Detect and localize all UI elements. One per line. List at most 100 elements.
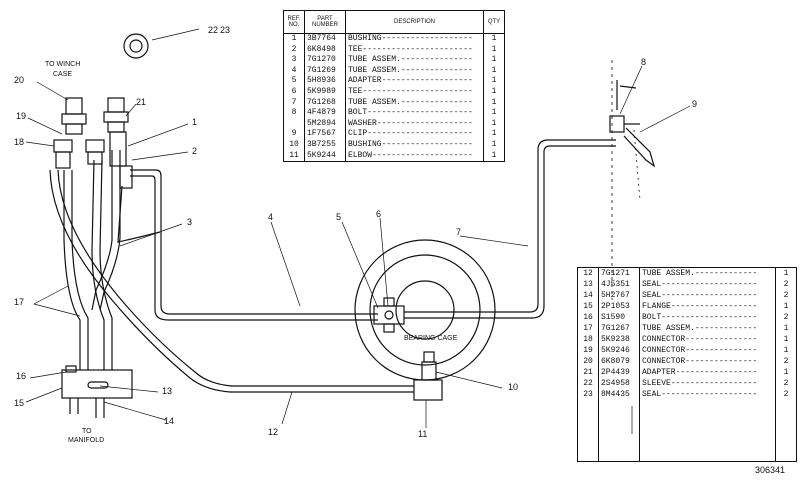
bottom-table-desc-text: TUBE ASSEM. xyxy=(642,269,695,278)
top-table-desc-text: BUSHING xyxy=(348,34,382,43)
bottom-table-desc-text: SEAL xyxy=(642,390,662,399)
tee-2 xyxy=(109,131,127,167)
top-table-ref-cell xyxy=(283,118,305,130)
top-table-qty-cell: 1 xyxy=(483,118,505,130)
bottom-table-desc-text: SEAL xyxy=(642,280,662,289)
callout-3: 3 xyxy=(187,217,193,227)
top-table-ref-text: 4 xyxy=(291,65,297,75)
top-table-part-number-cell: 3B7255 xyxy=(304,139,346,151)
leader-dashes: -------------------- xyxy=(661,390,758,399)
bottom-table-qty-text: 1 xyxy=(783,324,789,333)
leader-dashes: ----------------------- xyxy=(362,86,473,96)
bottom-table-part-number-cell: 8M4435 xyxy=(598,389,640,400)
sleeve-seal-ring xyxy=(123,33,149,59)
bottom-table-description-cell: SEAL-------------------- xyxy=(639,389,776,400)
top-table-qty-text: 1 xyxy=(491,118,497,128)
bottom-table-ref-cell: 15 xyxy=(577,301,599,312)
bottom-table-qty-text: 1 xyxy=(783,335,789,344)
bottom-table-part-text: 5K9246 xyxy=(601,346,630,355)
tube-7 xyxy=(404,139,616,313)
callout-7: 7 xyxy=(456,227,462,237)
callout-12: 12 xyxy=(268,427,279,437)
top-table-part-number-cell: 6K8498 xyxy=(304,44,346,56)
bottom-table-part-number-cell: 7G1267 xyxy=(598,323,640,334)
callout-5: 5 xyxy=(336,212,342,222)
bottom-table-description-cell: SEAL-------------------- xyxy=(639,290,776,301)
bottom-table-qty-cell: 2 xyxy=(775,389,797,400)
bottom-table-qty-cell: 2 xyxy=(775,279,797,290)
top-table-qty-text: 1 xyxy=(491,97,497,107)
bottom-table-ref-text: 22 xyxy=(583,379,593,388)
bottom-table-part-number-cell: 5H2767 xyxy=(598,290,640,301)
bottom-table-part-text: S1590 xyxy=(601,313,626,322)
bottom-table-qty-text: 2 xyxy=(783,313,789,322)
callout-13: 13 xyxy=(162,386,173,396)
leader-dashes: ---------------------- xyxy=(367,108,473,118)
to-manifold-label-line2: MANIFOLD xyxy=(68,437,105,444)
adapter-21 xyxy=(107,97,125,113)
callout-23: 23 xyxy=(220,25,231,35)
top-table-ref-text: 9 xyxy=(291,129,297,139)
top-table-part-text: 5K9989 xyxy=(307,86,336,96)
top-table-ref-text: 3 xyxy=(291,55,297,65)
callout-10: 10 xyxy=(508,382,519,392)
top-table-desc-text: TEE xyxy=(348,44,363,54)
bottom-table-qty-cell: 1 xyxy=(775,367,797,378)
tube-4 xyxy=(130,169,378,315)
top-table-ref-cell: 1 xyxy=(283,33,305,45)
callout-1: 1 xyxy=(192,117,198,127)
bottom-table-description-cell: FLANGE------------------ xyxy=(639,301,776,312)
tube-12 xyxy=(49,169,414,393)
bottom-table-qty-text: 2 xyxy=(783,280,789,289)
top-table-ref-cell: 4 xyxy=(283,65,305,77)
bottom-table-desc-text: ADAPTER xyxy=(642,368,676,377)
bottom-table-qty-cell: 2 xyxy=(775,378,797,389)
bottom-table-part-text: 2P4439 xyxy=(601,368,630,377)
top-table-description-cell: ADAPTER------------------- xyxy=(345,76,484,87)
bottom-table-part-text: 4J5351 xyxy=(601,280,630,289)
bottom-table-ref-cell: 20 xyxy=(577,356,599,367)
top-table-part-text: 7G1268 xyxy=(307,97,336,107)
empty-cell xyxy=(577,400,599,462)
leader-dashes: ------------------ xyxy=(670,379,758,388)
bottom-table-qty-cell: 1 xyxy=(775,334,797,345)
bottom-table-ref-cell: 18 xyxy=(577,334,599,345)
top-table-ref-cell: 11 xyxy=(283,150,305,162)
bottom-table-qty-text: 2 xyxy=(783,357,789,366)
leader-dashes: --------------- xyxy=(685,335,758,344)
bottom-table-description-cell: CONNECTOR--------------- xyxy=(639,345,776,356)
top-table-part-number-cell: 5H8936 xyxy=(304,76,346,87)
bottom-table-ref-text: 18 xyxy=(583,335,593,344)
top-table-qty-text: 1 xyxy=(491,108,497,118)
bottom-table-ref-text: 19 xyxy=(583,346,593,355)
bottom-table-part-number-cell: 2S4958 xyxy=(598,378,640,389)
callout-21: 21 xyxy=(136,97,147,107)
part-number-header: PART NUMBER xyxy=(304,10,346,34)
top-table-qty-cell: 1 xyxy=(483,139,505,151)
top-table-part-number-cell: 5K9989 xyxy=(304,86,346,98)
to-manifold-label-line1: TO xyxy=(82,428,92,435)
bottom-table-part-text: 7G1271 xyxy=(601,269,630,278)
top-table-qty-text: 1 xyxy=(491,139,497,149)
top-table-description-cell: TUBE ASSEM.--------------- xyxy=(345,97,484,109)
top-table-ref-text: 7 xyxy=(291,97,297,107)
leader-dashes: ------------------- xyxy=(381,139,473,149)
bottom-table-description-cell: ADAPTER----------------- xyxy=(639,367,776,378)
top-table-desc-text: WASHER xyxy=(348,118,377,128)
bottom-table-part-number-cell: 4J5351 xyxy=(598,279,640,290)
top-table-description-cell: TEE----------------------- xyxy=(345,86,484,98)
top-table-description-cell: WASHER-------------------- xyxy=(345,118,484,130)
bottom-table-ref-text: 20 xyxy=(583,357,593,366)
top-table-ref-cell: 9 xyxy=(283,129,305,140)
